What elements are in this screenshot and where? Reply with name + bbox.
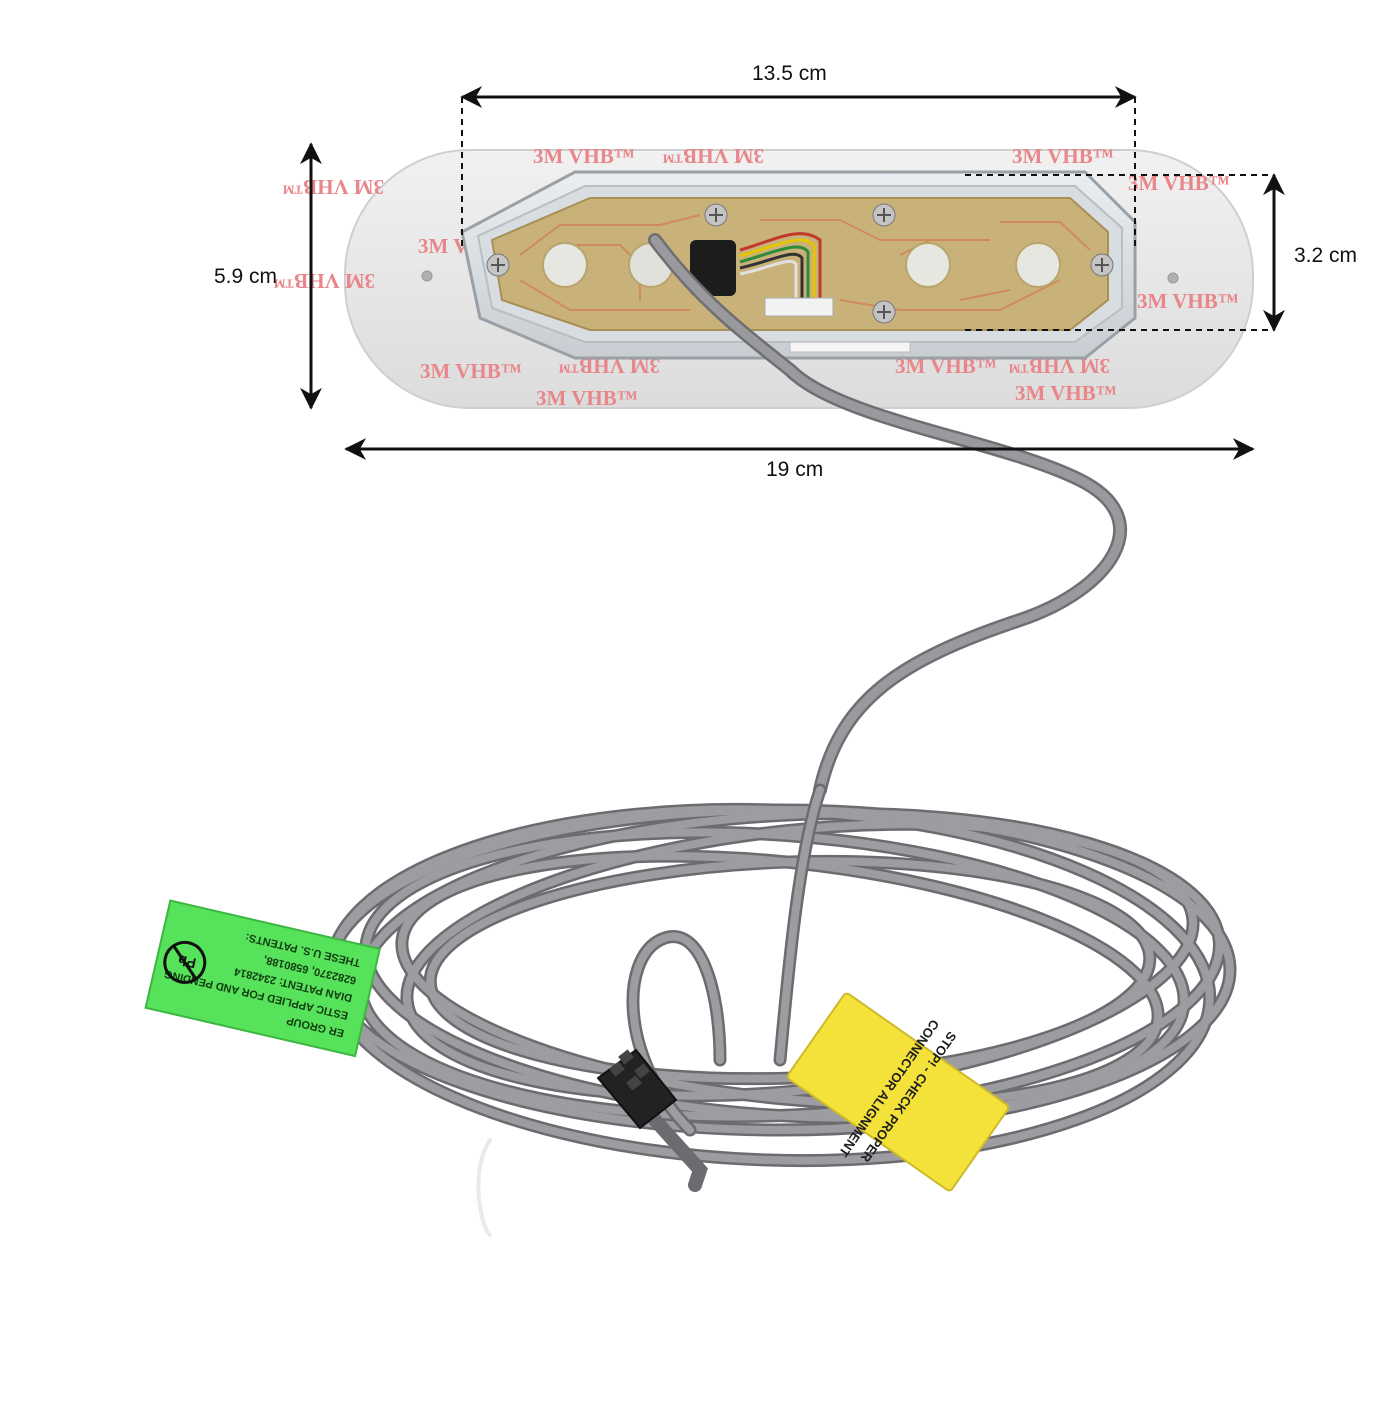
ribbon-wires [739,232,822,300]
led-window [1015,242,1061,288]
circuit-board [486,197,1114,353]
tape-print: 3M VHB™ [420,359,522,383]
dimension-label-bottom-width: 19 cm [766,458,824,481]
dimension-label-right-height: 3.2 cm [1294,244,1358,267]
lead-free-icon: Pb [163,940,207,984]
led-window [542,242,588,288]
tape-print: 3M VHB™ [533,144,635,168]
screw [872,203,896,227]
mounting-hole [421,270,433,282]
screw [1090,253,1114,277]
screw [704,203,728,227]
tape-print: 3M VHB™ [662,144,764,168]
lens-housing [460,170,1137,360]
tape-print: 3M VHB™ [1137,289,1239,313]
tape-print: 3M VHB™ [282,175,384,199]
led-window [905,242,951,288]
cable-coil [323,783,1237,1237]
wire-connector [764,297,834,317]
warning-label: STOP! - CHECK PROPER CONNECTOR ALIGNMENT [786,992,1010,1192]
dimension-annotations [300,86,1285,460]
tape-print: 3M VHB™ [1015,381,1117,405]
circuit-traces [519,214,1091,311]
tape-print: 3M VHB™ [536,386,638,410]
tape-print: 3M VHB™ [273,269,375,293]
strain-relief-clip [690,240,736,296]
serial-sticker [789,341,911,353]
screw [486,253,510,277]
dimension-label-left-height: 5.9 cm [214,265,278,288]
dimension-label-top-width: 13.5 cm [752,62,827,85]
plug-connector [596,1048,708,1192]
mounting-hole [1167,272,1179,284]
tape-print: 3M VHB™ [1012,144,1114,168]
control-cable [648,233,1128,797]
screw [872,300,896,324]
svg-text:Pb: Pb [176,952,197,972]
